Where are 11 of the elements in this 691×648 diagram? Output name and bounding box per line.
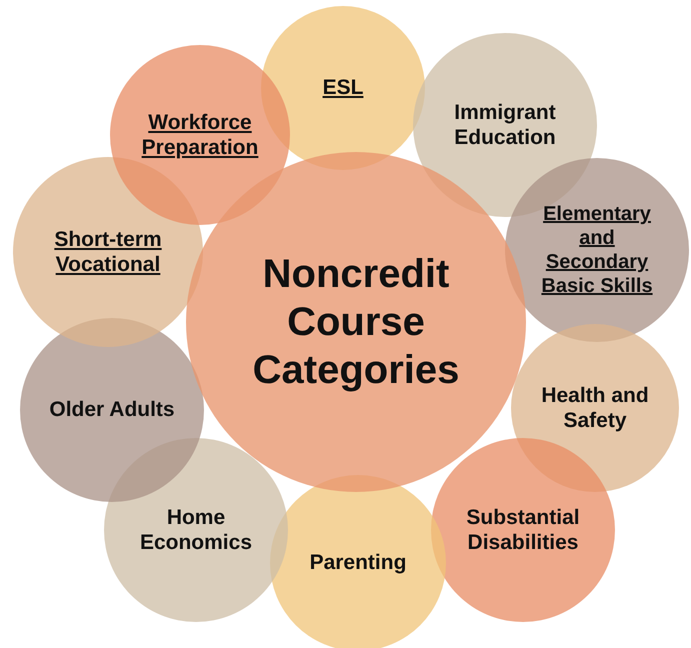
category-label: Health and Safety: [540, 382, 650, 434]
category-label: Substantial Disabilities: [465, 504, 581, 556]
category-label: Immigrant Education: [453, 100, 557, 150]
category-label: Elementary and Secondary Basic Skills: [540, 202, 654, 298]
category-label: Home Economics: [138, 504, 254, 556]
title-text: Noncredit Course Categories: [252, 251, 460, 394]
category-label: Workforce Preparation: [140, 110, 260, 160]
category-label: Short-term Vocational: [53, 226, 163, 278]
category-label: ESL: [322, 75, 364, 101]
category-label: Parenting: [310, 550, 406, 576]
category-label: Older Adults: [49, 397, 175, 423]
